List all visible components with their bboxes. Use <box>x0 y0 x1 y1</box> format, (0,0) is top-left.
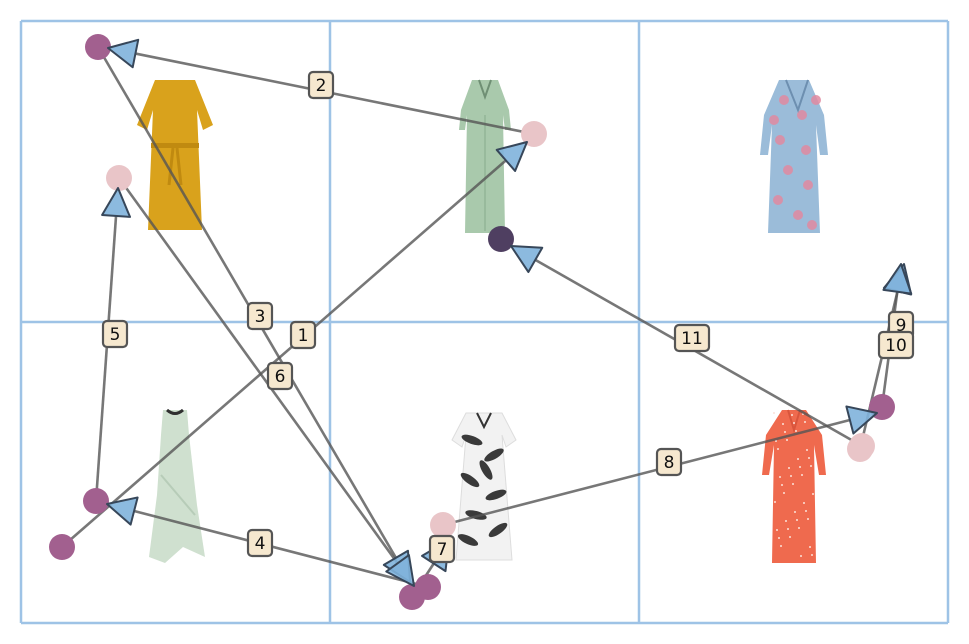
step-label-1: 1 <box>289 320 317 350</box>
step-7-start-point <box>399 584 425 610</box>
step-label-text: 5 <box>110 325 121 345</box>
step-3-start-point <box>85 34 111 60</box>
step-label-2: 2 <box>307 70 335 100</box>
step-6-line <box>117 177 399 565</box>
step-1-arrowhead <box>495 141 528 172</box>
step-label-text: 11 <box>681 329 703 349</box>
step-label-10: 10 <box>877 330 915 360</box>
step-label-text: 7 <box>437 540 448 560</box>
step-8-start-point <box>430 512 456 538</box>
step-label-text: 4 <box>255 534 266 554</box>
step-4-arrowhead <box>106 496 139 526</box>
step-label-text: 6 <box>275 367 286 387</box>
step-label-3: 3 <box>246 301 274 331</box>
step-label-6: 6 <box>266 361 294 391</box>
step-5-arrowhead <box>101 187 132 218</box>
step-6-arrowhead <box>385 554 415 587</box>
step-2-arrowhead <box>107 38 140 69</box>
dress-tiles <box>137 79 828 563</box>
step-11-start-point <box>849 433 875 459</box>
step-4-line <box>133 509 429 589</box>
step-label-text: 1 <box>298 326 309 346</box>
step-label-5: 5 <box>101 319 129 349</box>
step-1-line <box>61 159 507 548</box>
step-label-text: 9 <box>896 316 907 336</box>
step-1-start-point <box>49 534 75 560</box>
path-end-point <box>488 226 514 252</box>
step-10-arrowhead <box>882 263 913 295</box>
step-11-line <box>534 258 863 448</box>
path-points <box>49 34 895 610</box>
path-lines <box>61 46 899 598</box>
step-label-8: 8 <box>655 447 683 477</box>
arrow-heads <box>101 38 913 587</box>
step-label-text: 10 <box>885 336 907 356</box>
step-2-line <box>135 52 535 136</box>
step-labels: 1 2 3 4 5 6 7 8 910 11 <box>101 70 915 564</box>
coral-dotted-dress-icon <box>762 409 826 563</box>
step-3-line <box>96 46 398 559</box>
step-label-4: 4 <box>246 528 274 558</box>
step-label-11: 11 <box>673 323 711 353</box>
mint-dotted-dress-icon <box>149 408 205 563</box>
step-2-start-point <box>521 121 547 147</box>
step-label-text: 2 <box>316 76 327 96</box>
step-8-arrowhead <box>845 405 878 435</box>
black-white-leaf-dress-icon <box>451 412 517 561</box>
step-5-line <box>94 215 118 502</box>
step-5-start-point <box>83 488 109 514</box>
step-11-arrowhead <box>510 245 544 274</box>
step-6-start-point <box>106 165 132 191</box>
blue-floral-wrap-dress-icon <box>760 79 828 233</box>
sage-maxi-dress-icon <box>459 79 511 233</box>
step-label-text: 3 <box>255 307 266 327</box>
step-label-text: 8 <box>664 453 675 473</box>
grid <box>19 19 950 625</box>
step-label-7: 7 <box>428 534 456 564</box>
mustard-dress-icon <box>137 80 213 230</box>
step-8-line <box>442 418 851 527</box>
